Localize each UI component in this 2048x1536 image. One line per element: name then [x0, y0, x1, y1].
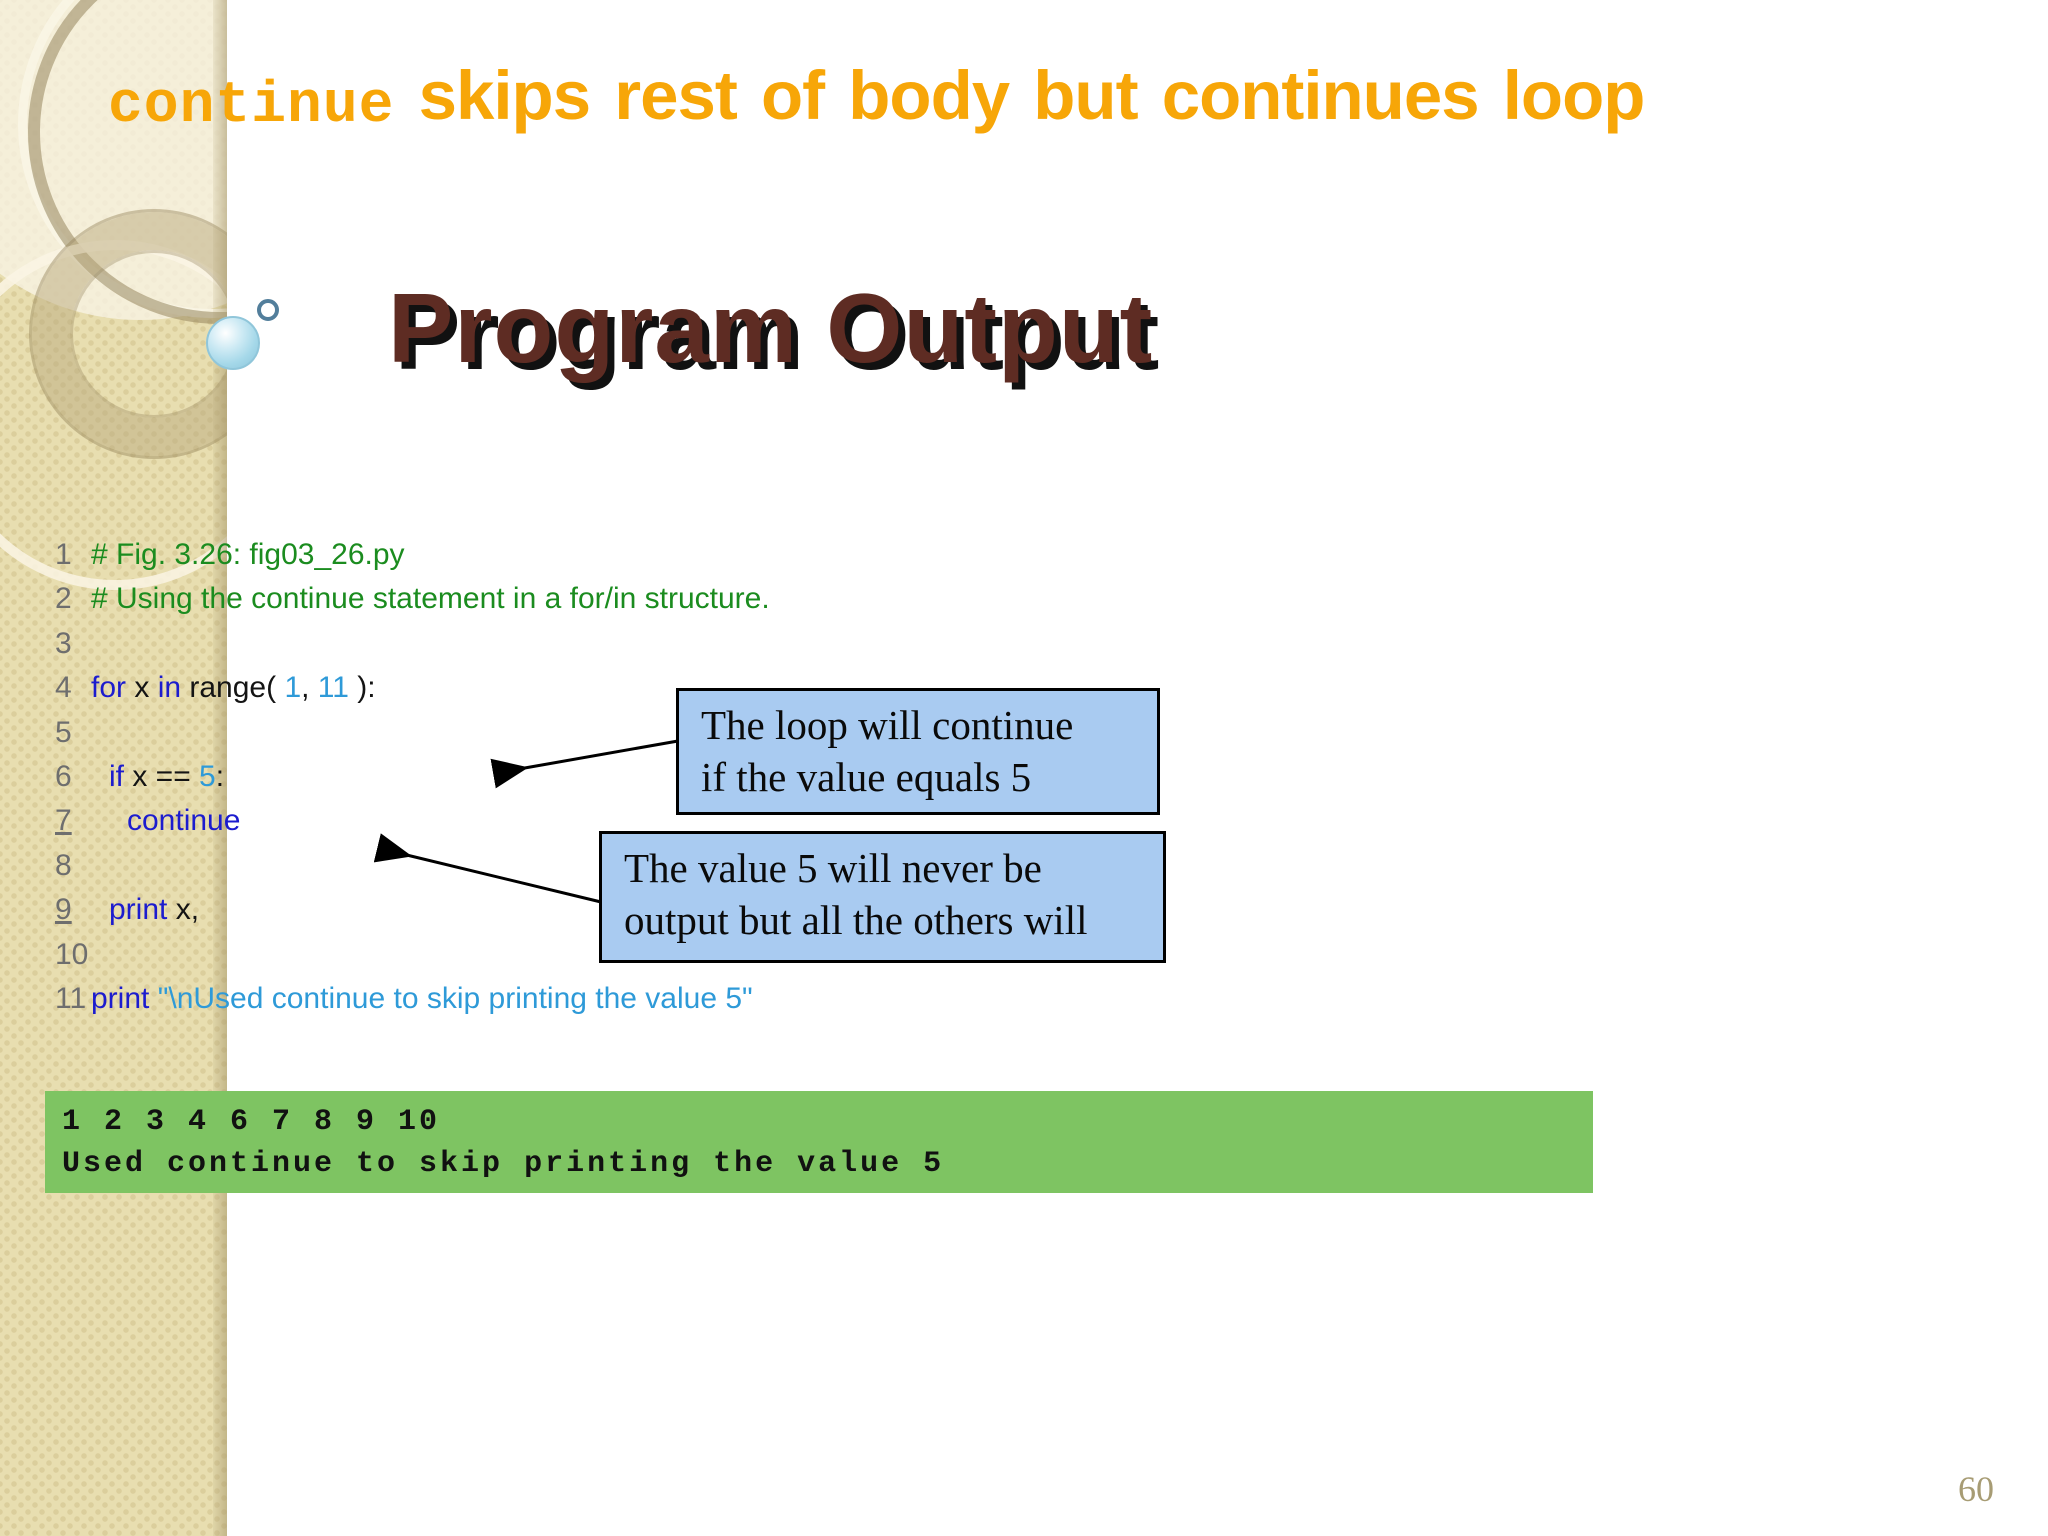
code-token: 1 [284, 671, 302, 705]
code-token: , [301, 671, 318, 705]
code-token: for [91, 671, 127, 705]
slide-title-rest: skips rest of body but continues loop [394, 57, 1646, 134]
code-token: "\nUsed continue to skip printing the va… [157, 981, 753, 1015]
callout-text-line: if the value equals 5 [701, 754, 1032, 800]
line-number: 9 [55, 893, 72, 927]
bubble-decoration [206, 316, 260, 370]
code-token: ): [348, 671, 376, 705]
code-token: 11 [317, 671, 349, 705]
code-line-6: 6 if x == 5: [55, 755, 770, 799]
output-text-line: Used continue to skip printing the value… [62, 1147, 945, 1181]
callout-text-line: The value 5 will never be [624, 845, 1042, 891]
code-line-8: 8 [55, 844, 770, 888]
code-line-2: 2 # Using the continue statement in a for… [55, 577, 770, 621]
code-line-3: 3 [55, 622, 770, 666]
line-number: 6 [55, 759, 72, 793]
line-number: 4 [55, 671, 72, 705]
code-token: x [126, 671, 158, 705]
page-number: 60 [1958, 1469, 1994, 1509]
program-output-box: 1 2 3 4 6 7 8 9 10 Used continue to skip … [45, 1091, 1593, 1193]
code-token: print [91, 981, 150, 1015]
line-number: 11 [55, 981, 87, 1015]
code-line-7: 7 continue [55, 799, 770, 843]
code-token: x, [167, 893, 200, 927]
code-token: continue [127, 804, 241, 838]
code-token: range( [181, 671, 285, 705]
callout-text-line: The loop will continue [701, 702, 1074, 748]
code-line-9: 9 print x, [55, 888, 770, 932]
code-token: # Fig. 3.26: fig03_26.py [91, 538, 405, 571]
code-line-1: 1 # Fig. 3.26: fig03_26.py [55, 533, 770, 577]
sidebar-decoration [0, 0, 227, 1536]
line-number: 2 [55, 582, 72, 616]
line-number: 1 [55, 538, 72, 571]
code-token [149, 982, 157, 1015]
page-title: Program Output [388, 273, 1154, 383]
callout-value-never-output: The value 5 will never be output but all … [599, 831, 1166, 963]
code-token: 5 [199, 759, 216, 793]
code-token: x == [124, 759, 200, 793]
line-number: 3 [55, 626, 72, 660]
code-line-4: 4 for x in range( 1, 11 ): [55, 666, 770, 710]
line-number: 8 [55, 848, 72, 882]
small-ring-decoration [257, 299, 279, 321]
code-token: in [157, 671, 182, 705]
line-number: 5 [55, 715, 72, 749]
code-line-10: 10 [55, 933, 770, 977]
code-listing: 1 # Fig. 3.26: fig03_26.py 2 # Using the co… [55, 533, 770, 1021]
code-token: print [109, 893, 168, 927]
code-line-5: 5 [55, 711, 770, 755]
slide-title-code-word: continue [108, 74, 395, 139]
callout-loop-continue: The loop will continue if the value equal… [676, 688, 1160, 815]
code-token: : [215, 759, 225, 793]
callout-text-line: output but all the others will [624, 897, 1088, 943]
code-token: # Using the continue statement in a for/… [91, 582, 770, 616]
line-number: 7 [55, 804, 72, 838]
line-number: 10 [55, 937, 89, 971]
output-text-line: 1 2 3 4 6 7 8 9 10 [62, 1105, 441, 1139]
slide-title: continue skips rest of body but continue… [108, 56, 1646, 139]
code-token: if [109, 759, 124, 793]
